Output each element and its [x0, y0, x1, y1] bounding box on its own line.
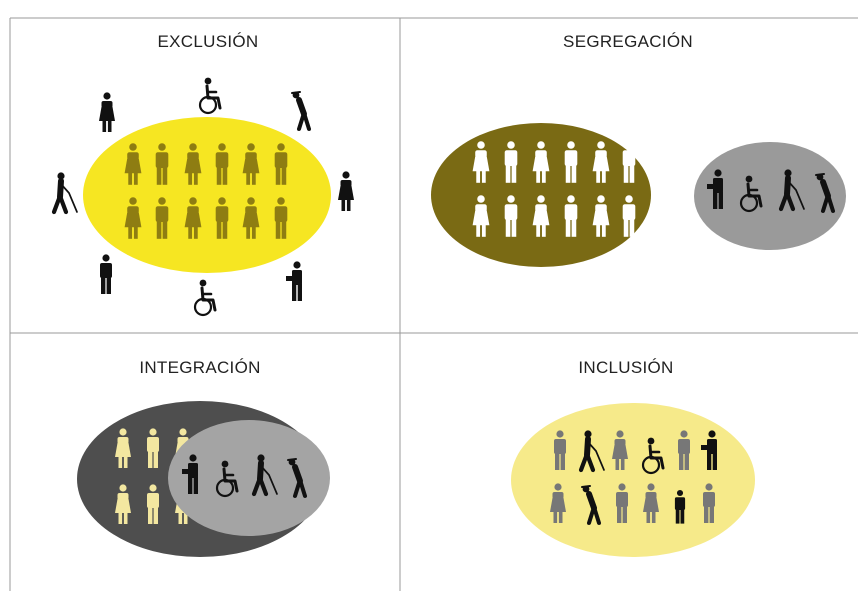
man-icon	[155, 197, 169, 239]
blind-person-icon	[778, 169, 805, 212]
man-icon	[622, 195, 636, 237]
exclusion-inside-group	[124, 143, 288, 239]
segregation-minor-ellipse	[694, 142, 846, 250]
woman-icon	[242, 143, 260, 185]
man-icon	[703, 483, 715, 523]
man-icon	[504, 195, 518, 237]
crutch-person-icon	[815, 173, 835, 213]
exclusion-ellipse	[83, 117, 331, 273]
woman-icon	[472, 195, 490, 237]
segregation-title: SEGREGACIÓN	[563, 32, 693, 51]
woman-icon	[124, 143, 142, 185]
inclusion-title: INCLUSIÓN	[578, 358, 674, 377]
man-icon	[616, 483, 628, 523]
man-icon	[100, 254, 112, 294]
wheelchair-icon	[641, 437, 665, 475]
man-icon	[155, 143, 169, 185]
man-icon	[564, 195, 578, 237]
man-icon	[215, 197, 229, 239]
woman-icon	[592, 195, 610, 237]
integration-inner-group	[182, 454, 307, 498]
inclusion-ellipse	[511, 403, 755, 557]
inclusion-mixed-group	[550, 430, 717, 525]
crutch-person-icon	[287, 458, 307, 498]
wheelchair-icon	[215, 460, 239, 498]
blind-person-icon	[251, 454, 278, 497]
woman-icon	[643, 483, 659, 523]
man-icon	[215, 143, 229, 185]
exclusion-outside-group	[51, 77, 354, 317]
woman-icon	[532, 195, 550, 237]
woman-icon	[472, 141, 490, 183]
man-icon	[622, 141, 636, 183]
man-icon	[274, 143, 288, 185]
segregation-minor-group	[707, 169, 835, 213]
man-icon	[674, 489, 686, 524]
woman-icon	[184, 143, 202, 185]
woman-icon	[242, 197, 260, 239]
woman-icon	[99, 92, 115, 132]
integration-title: INTEGRACIÓN	[139, 358, 261, 377]
blind-person-icon	[51, 172, 78, 215]
man-icon	[678, 430, 690, 470]
crutch-person-icon	[581, 485, 601, 525]
woman-icon	[338, 171, 354, 211]
armless-person-icon	[701, 430, 717, 470]
wheelchair-icon	[193, 279, 217, 317]
armless-person-icon	[707, 169, 723, 209]
man-icon	[147, 428, 159, 468]
exclusion-title: EXCLUSIÓN	[157, 32, 259, 51]
woman-icon	[115, 484, 131, 524]
woman-icon	[184, 197, 202, 239]
woman-icon	[115, 428, 131, 468]
man-icon	[504, 141, 518, 183]
quadrant-grid	[9, 17, 858, 591]
wheelchair-icon	[739, 175, 763, 213]
woman-icon	[612, 430, 628, 470]
integration-inner-ellipse	[168, 420, 330, 536]
woman-icon	[550, 483, 566, 523]
crutch-person-icon	[291, 91, 311, 131]
wheelchair-icon	[198, 77, 222, 115]
woman-icon	[124, 197, 142, 239]
woman-icon	[532, 141, 550, 183]
blind-person-icon	[578, 430, 605, 473]
man-icon	[147, 484, 159, 524]
armless-person-icon	[182, 454, 198, 494]
man-icon	[564, 141, 578, 183]
man-icon	[554, 430, 566, 470]
man-icon	[274, 197, 288, 239]
segregation-main-group	[472, 141, 636, 237]
woman-icon	[592, 141, 610, 183]
armless-person-icon	[286, 261, 302, 301]
